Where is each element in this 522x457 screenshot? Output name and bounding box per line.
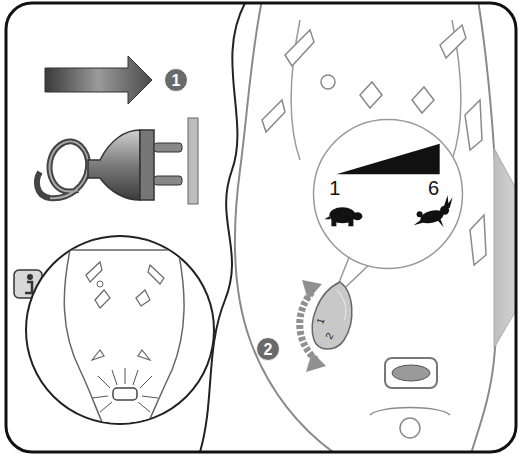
speed-scale-number: 1: [329, 178, 340, 198]
callout-number: 1: [172, 73, 181, 89]
speed-scale-number: 6: [428, 178, 439, 198]
callout-number: 2: [264, 342, 273, 358]
mower-top-view: [64, 250, 184, 440]
power-plug: [37, 118, 198, 204]
callout-number: 1: [163, 67, 189, 93]
panel-divider: [200, 3, 245, 452]
frame: [6, 3, 516, 452]
mower-body: [235, 3, 516, 452]
charge-arrow: [45, 56, 152, 104]
callout-number: 2: [255, 336, 281, 362]
rotation-arrow: [300, 280, 326, 372]
speed-dial: [312, 282, 352, 349]
speed-zoom-bubble: 16: [312, 118, 464, 270]
